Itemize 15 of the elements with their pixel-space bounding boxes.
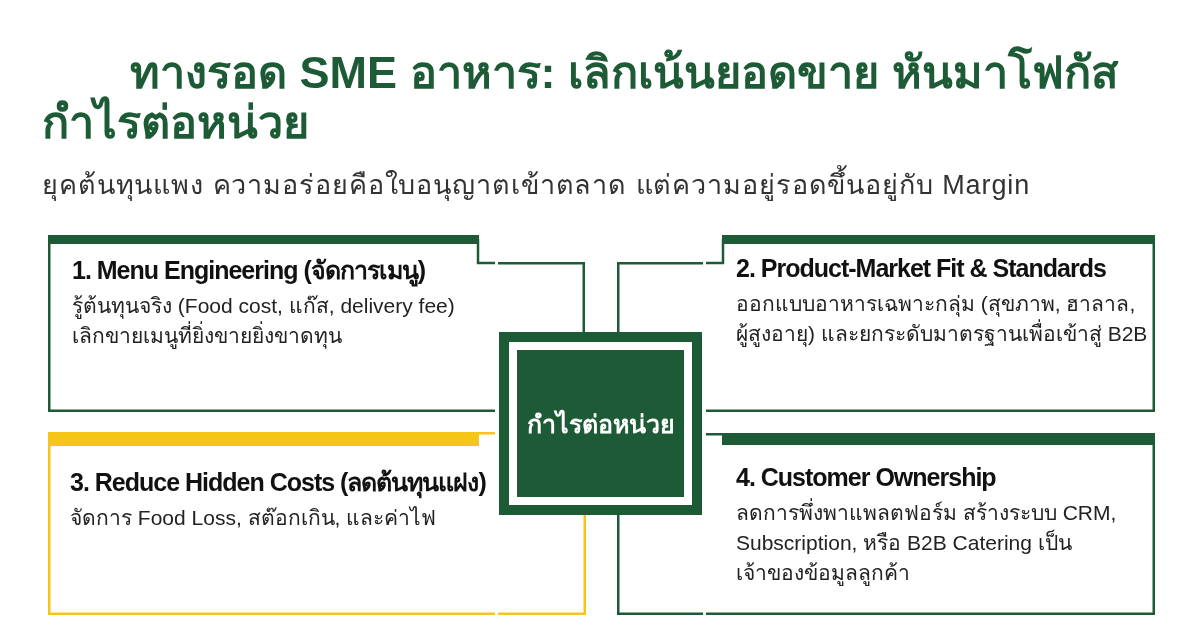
- info-card: [706, 235, 1155, 412]
- card-text: ลดการพึ่งพาแพลตฟอร์ม สร้างระบบ CRM, Subscription, หรือ B2B Catering เป็นเจ้าของข้อมูลลูกค้า: [736, 498, 1126, 588]
- card-text: รู้ต้นทุนจริง (Food cost, แก๊ส, delivery fee) เลิกขายเมนูที่ยิ่งขายยิ่งขาดทุน: [72, 293, 456, 351]
- center-box: [499, 332, 702, 515]
- info-card: [48, 235, 495, 412]
- card-heading: 3. Reduce Hidden Costs (ลดต้นทุนแฝง): [70, 465, 490, 499]
- title: ทางรอด SME อาหาร: เลิกเน้นยอดขาย หันมาโฟกัส กำไรต่อหน่วย: [42, 48, 1120, 148]
- info-card: [706, 433, 1155, 615]
- card-heading: 2. Product-Market Fit & Standards: [736, 253, 1107, 284]
- center-label: กำไรต่อหน่วย: [526, 408, 675, 440]
- info-card: [48, 432, 495, 615]
- card-heading: 4. Customer Ownership: [736, 462, 997, 493]
- card-text: จัดการ Food Loss, สต๊อกเกิน, และค่าไฟ: [70, 505, 438, 531]
- card-heading: 1. Menu Engineering (จัดการเมนู): [72, 253, 490, 287]
- card-text: ออกแบบอาหารเฉพาะกลุ่ม (สุขภาพ, ฮาลาล, ผู้สูงอายุ) และยกระดับมาตรฐานเพื่อเข้าสู่ B2B: [736, 291, 1149, 349]
